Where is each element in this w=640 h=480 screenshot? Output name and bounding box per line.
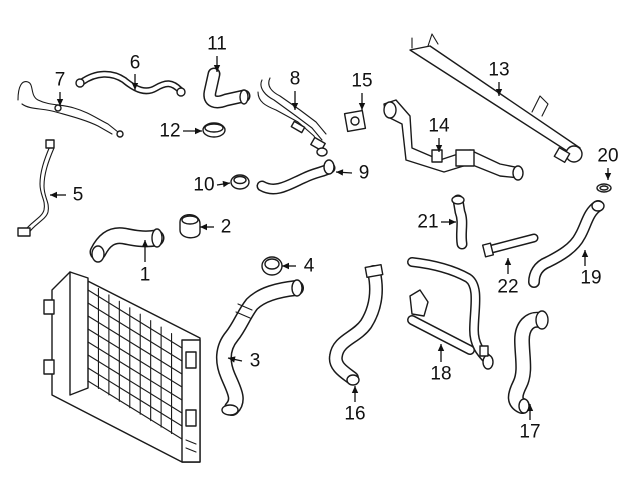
part-21-hose (451, 194, 468, 250)
callout-10: 10 (193, 174, 215, 196)
leader-arrowhead-9 (336, 169, 344, 176)
callout-21: 21 (417, 211, 439, 233)
leader-arrowhead-4 (282, 262, 289, 270)
leader-arrowhead-11 (213, 65, 221, 72)
part-14-pipe (383, 99, 524, 181)
leader-arrowhead-22 (504, 258, 512, 265)
part-20-oring (596, 183, 612, 193)
callout-8: 8 (289, 68, 301, 90)
callout-2: 2 (220, 216, 232, 238)
part-7-tube (17, 81, 124, 138)
leader-arrowhead-8 (291, 103, 299, 110)
leader-arrowhead-1 (141, 240, 149, 247)
callout-17: 17 (519, 421, 541, 443)
part-11-hose (203, 67, 251, 109)
part-6-tube (75, 70, 186, 97)
part-22-pipe (481, 233, 539, 258)
callout-4: 4 (303, 255, 315, 277)
part-13-bar (409, 33, 583, 164)
callout-3: 3 (249, 350, 261, 372)
leader-arrowhead-7 (56, 99, 64, 106)
leader-arrowhead-15 (358, 103, 366, 110)
part-18-pipe (407, 257, 494, 370)
leader-arrowhead-21 (449, 218, 456, 226)
leader-arrowhead-17 (526, 404, 534, 411)
callout-12: 12 (159, 120, 181, 142)
leader-arrowhead-2 (200, 223, 207, 231)
leader-arrowhead-12 (195, 127, 202, 135)
callout-22: 22 (497, 276, 519, 298)
part-17-hose (507, 310, 549, 414)
part-15-gasket (343, 109, 367, 133)
callout-1: 1 (139, 264, 151, 286)
part-1-hose (89, 227, 165, 263)
callout-15: 15 (351, 70, 373, 92)
callout-20: 20 (597, 145, 619, 167)
callout-13: 13 (488, 59, 510, 81)
part-2-clamp (179, 214, 201, 239)
leader-arrowhead-14 (435, 145, 443, 152)
callout-18: 18 (430, 363, 452, 385)
part-8-pipe (257, 77, 328, 157)
leader-lines (50, 56, 612, 420)
leader-arrowhead-5 (50, 191, 57, 199)
callout-5: 5 (72, 184, 84, 206)
part-19-hose (528, 200, 605, 288)
part-10-clamp (230, 174, 250, 190)
callout-19: 19 (580, 267, 602, 289)
callout-7: 7 (54, 69, 66, 91)
leader-arrowhead-19 (581, 250, 589, 257)
part-16-hose (328, 263, 384, 386)
part-12-clamp (202, 122, 226, 138)
callout-11: 11 (207, 33, 227, 55)
part-9-hose (256, 159, 336, 195)
leader-arrowhead-20 (604, 173, 612, 180)
leader-arrowhead-10 (222, 180, 230, 188)
leader-arrowhead-6 (131, 83, 139, 90)
callout-9: 9 (358, 162, 370, 184)
part-4-clamp (261, 256, 283, 276)
callout-6: 6 (129, 52, 141, 74)
callout-14: 14 (428, 115, 450, 137)
leader-arrowhead-18 (437, 344, 445, 351)
callout-16: 16 (344, 403, 366, 425)
part-5-wire (17, 139, 55, 237)
leader-arrowhead-13 (495, 89, 503, 96)
leader-arrowhead-16 (351, 386, 359, 393)
part-3-hose (215, 279, 304, 416)
leader-arrowhead-3 (228, 356, 236, 363)
radiator (43, 271, 201, 463)
